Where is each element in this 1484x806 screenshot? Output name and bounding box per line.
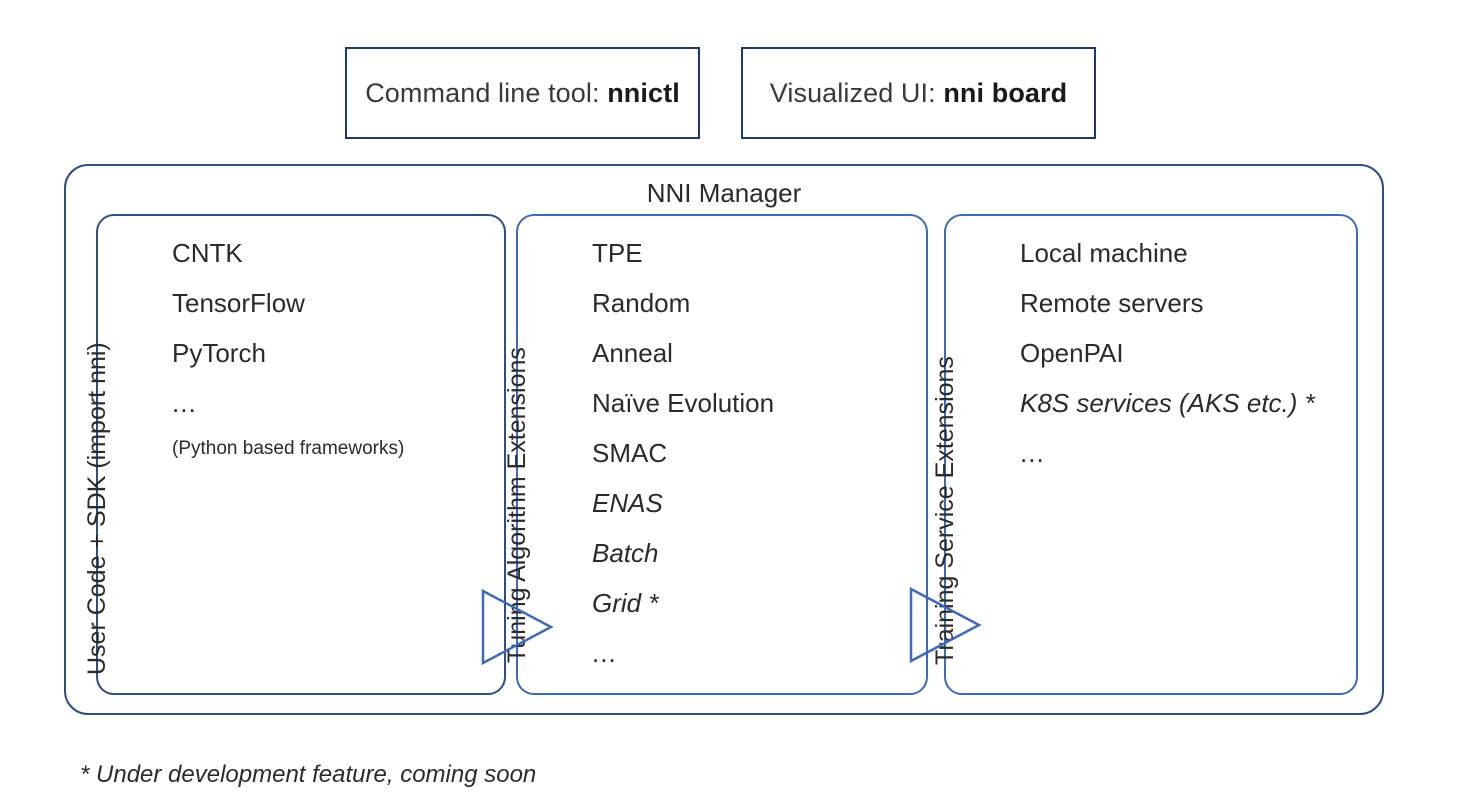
command-line-tool-box: Command line tool: nnictl <box>345 47 700 139</box>
visualized-ui-box: Visualized UI: nni board <box>741 47 1096 139</box>
list-item: SMAC <box>592 438 668 468</box>
list-item: Grid * <box>592 588 659 618</box>
list-item: TPE <box>592 238 643 268</box>
list-item: (Python based frameworks) <box>172 438 405 459</box>
training-service-item-list: Local machine Remote servers OpenPAI K8S… <box>1020 228 1348 478</box>
list-item: TensorFlow <box>172 288 305 318</box>
visualized-ui-strong: nni board <box>943 77 1068 108</box>
list-item: Naïve Evolution <box>592 388 775 418</box>
user-code-sdk-vertical-label: User Code + SDK (import nni) <box>83 342 111 675</box>
user-code-sdk-box: User Code + SDK (import nni) CNTK Tensor… <box>83 214 506 695</box>
list-item: ... <box>172 388 197 418</box>
arrow-tuning-to-train-icon <box>909 586 982 664</box>
training-service-extensions-box: Training Service Extensions Local machin… <box>931 214 1358 695</box>
list-item: ... <box>1020 438 1045 468</box>
list-item: OpenPAI <box>1020 338 1124 368</box>
footnote-text: * Under development feature, coming soon <box>80 761 537 788</box>
command-line-tool-strong: nnictl <box>607 77 680 108</box>
list-item: Anneal <box>592 338 673 368</box>
nni-manager-title: NNI Manager <box>646 178 802 208</box>
list-item: K8S services (AKS etc.) * <box>1020 388 1315 418</box>
tuning-algorithm-extensions-box: Tuning Algorithm Extensions TPE Random A… <box>503 214 928 695</box>
list-item: CNTK <box>172 238 243 268</box>
arrow-user-to-tuning-icon <box>481 588 554 666</box>
command-line-tool-label: Command line tool: nnictl <box>365 78 680 109</box>
list-item: Local machine <box>1020 238 1188 268</box>
list-item: Remote servers <box>1020 288 1204 318</box>
list-item: Random <box>592 288 691 318</box>
list-item: ENAS <box>592 488 663 518</box>
list-item: Batch <box>592 538 659 568</box>
list-item: ... <box>592 638 617 668</box>
user-code-sdk-item-list: CNTK TensorFlow PyTorch ... (Python base… <box>172 228 496 470</box>
nni-manager-container: NNI Manager User Code + SDK (import nni)… <box>64 164 1384 715</box>
tuning-algorithm-item-list: TPE Random Anneal Naïve Evolution SMAC E… <box>592 228 918 678</box>
visualized-ui-prefix: Visualized UI: <box>769 77 944 108</box>
command-line-tool-prefix: Command line tool: <box>365 77 608 108</box>
list-item: PyTorch <box>172 338 266 368</box>
visualized-ui-label: Visualized UI: nni board <box>770 78 1067 109</box>
